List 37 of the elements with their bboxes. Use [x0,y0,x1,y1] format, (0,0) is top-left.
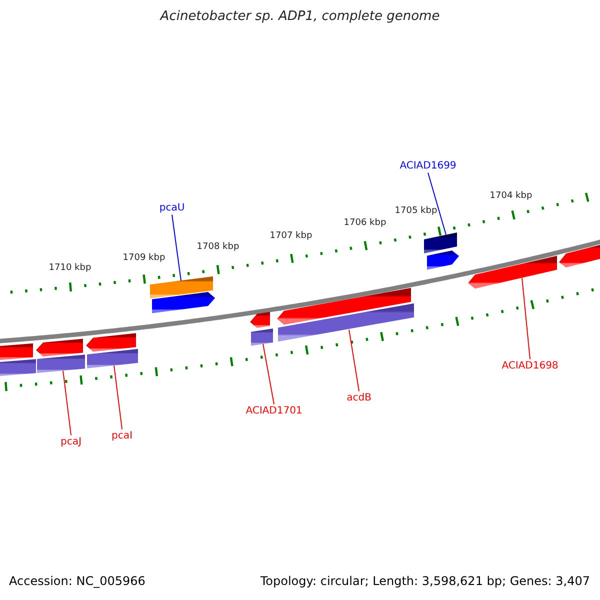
gene-label: pcaI [112,430,132,442]
scale-label: 1709 kbp [122,252,166,264]
gene-label: ACIAD1698 [502,360,558,372]
gene-feature [250,312,270,328]
gene-feature [427,250,459,270]
gene-feature [0,343,33,360]
gene-label: pcaU [159,202,185,214]
footer-text: Accession: NC_005966 [9,575,146,589]
scale-label: 1704 kbp [490,190,532,202]
gene-label: ACIAD1699 [400,160,456,172]
gene-label: pcaJ [60,436,82,448]
gene-feature [150,276,213,298]
gene-feature [37,354,85,374]
gene-feature [468,256,557,289]
gene-feature [251,328,273,346]
gene-feature [278,303,414,342]
title: Acinetobacter sp. ADP1, complete genome [158,10,441,25]
gene-feature [152,292,215,314]
leader-line [428,172,446,236]
leader-line [172,214,182,282]
gene-feature [277,288,411,325]
scale-label: 1706 kbp [344,218,386,228]
gene-label: acdB [346,392,372,404]
gene-feature [36,338,83,357]
scale-label: 1710 kbp [48,262,92,274]
footer-text: Topology: circular; Length: 3,598,621 bp; Genes: 3,407 [260,575,590,589]
scale-label: 1705 kbp [394,206,438,216]
gene-feature [424,232,457,254]
gene-feature [86,333,136,352]
leader-line [348,329,360,392]
gene-label: ACIAD1701 [246,405,302,417]
leader-line [62,370,72,436]
gene-feature [87,348,138,368]
gene-feature [0,359,36,377]
scale-label: 1708 kbp [196,242,240,252]
leader-line [522,278,530,360]
scale-label: 1707 kbp [270,230,312,242]
